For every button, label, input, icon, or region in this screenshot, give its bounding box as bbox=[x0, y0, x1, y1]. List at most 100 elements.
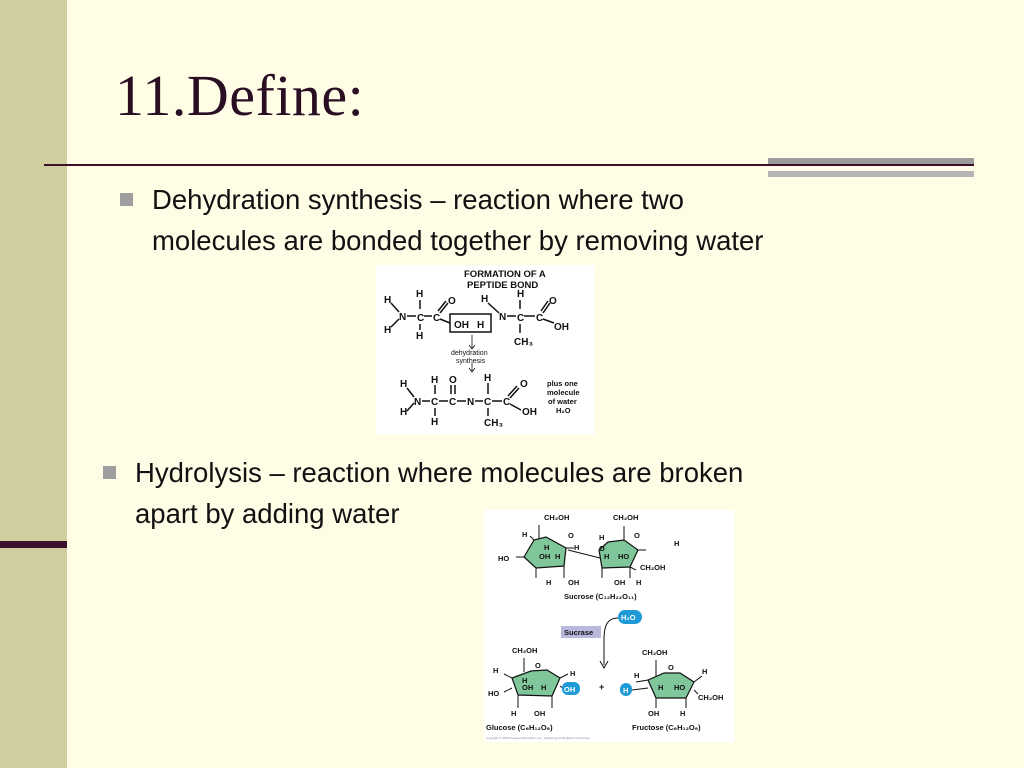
peptide-bond-figure: FORMATION OF A PEPTIDE BOND H H N H C H … bbox=[376, 265, 595, 435]
bullet-dehydration-synthesis: Dehydration synthesis – reaction where t… bbox=[120, 179, 952, 261]
atom-label: H bbox=[481, 294, 488, 305]
enzyme-label-box bbox=[561, 626, 601, 638]
hydrogen-ion-icon bbox=[620, 683, 632, 696]
atom-label: C bbox=[517, 313, 524, 324]
atom-label: C bbox=[433, 313, 440, 324]
group-label: OH bbox=[568, 578, 579, 587]
divider-accent-bars bbox=[768, 158, 974, 180]
group-label: H bbox=[574, 543, 579, 552]
atom-label: H bbox=[400, 407, 407, 418]
group-label: OH bbox=[534, 709, 545, 718]
group-label: CH₂OH bbox=[698, 693, 723, 702]
group-label: HO bbox=[618, 552, 629, 561]
group-label: H bbox=[522, 676, 527, 685]
sidebar-accent-bar bbox=[0, 541, 67, 548]
atom-label: H bbox=[477, 320, 484, 331]
atom-label: O bbox=[449, 375, 457, 386]
side-note-line: plus one bbox=[547, 379, 578, 388]
group-label: H bbox=[634, 671, 639, 680]
bullet-line: Hydrolysis – reaction where molecules ar… bbox=[135, 457, 744, 488]
fructose-label: Fructose (C₆H₁₂O₆) bbox=[632, 723, 701, 732]
figure-title-line: FORMATION OF A bbox=[464, 269, 546, 280]
step-label-line: dehydration bbox=[451, 350, 488, 357]
atom-label: N bbox=[414, 397, 421, 408]
group-label: OH bbox=[614, 578, 625, 587]
sucrose-label: Sucrose (C₁₂H₂₂O₁₁) bbox=[564, 592, 637, 601]
atom-label: OH bbox=[522, 407, 537, 418]
side-note-line: of water bbox=[548, 397, 577, 406]
left-sidebar-band bbox=[0, 0, 67, 768]
group-label: OH bbox=[539, 552, 550, 561]
peptide-bond-diagram: FORMATION OF A PEPTIDE BOND H H N H C H … bbox=[384, 269, 580, 429]
bullet-line: molecules are bonded together by removin… bbox=[152, 225, 764, 256]
group-label: H bbox=[544, 543, 549, 552]
group-label: O bbox=[599, 544, 605, 553]
group-label: H bbox=[636, 578, 641, 587]
group-label: O bbox=[634, 531, 640, 540]
group-label: HO bbox=[498, 554, 509, 563]
atom-label: C bbox=[536, 313, 543, 324]
group-label: OH bbox=[522, 683, 533, 692]
side-note-line: molecule bbox=[547, 388, 580, 397]
square-bullet-icon bbox=[120, 193, 133, 206]
atom-label: N bbox=[399, 312, 406, 323]
group-label: H bbox=[680, 709, 685, 718]
group-label: CH₂OH bbox=[613, 513, 638, 522]
square-bullet-icon bbox=[103, 466, 116, 479]
group-label: H bbox=[541, 683, 546, 692]
copyright-note: Copyright © 2004 Pearson Education, Inc.… bbox=[486, 736, 591, 740]
group-label: H bbox=[511, 709, 516, 718]
hydroxide-label: OH bbox=[564, 685, 575, 694]
group-label: O bbox=[535, 661, 541, 670]
group-label: OH bbox=[648, 709, 659, 718]
atom-label: C bbox=[503, 397, 510, 408]
side-note-line: H₂O bbox=[556, 406, 571, 415]
atom-label: O bbox=[520, 379, 528, 390]
bullet-hydrolysis: Hydrolysis – reaction where molecules ar… bbox=[103, 452, 935, 534]
atom-label: H bbox=[431, 417, 438, 428]
bullet-line: Dehydration synthesis – reaction where t… bbox=[152, 184, 684, 215]
atom-label: O bbox=[448, 296, 456, 307]
group-label: O bbox=[568, 531, 574, 540]
atom-label: CH₃ bbox=[514, 337, 533, 348]
group-label: CH₂OH bbox=[512, 646, 537, 655]
group-label: H bbox=[702, 667, 707, 676]
group-label: CH₂OH bbox=[640, 563, 665, 572]
enzyme-label: Sucrase bbox=[564, 628, 593, 637]
step-label-line: synthesis bbox=[456, 358, 486, 365]
group-label: H bbox=[522, 530, 527, 539]
atom-label: H bbox=[416, 289, 423, 300]
figure-title-line: PEPTIDE BOND bbox=[467, 280, 538, 291]
hydroxide-ion-icon bbox=[562, 682, 580, 695]
group-label: H bbox=[493, 666, 498, 675]
group-label: H bbox=[674, 539, 679, 548]
atom-label: O bbox=[549, 296, 557, 307]
atom-label: H bbox=[384, 295, 391, 306]
atom-label: H bbox=[384, 325, 391, 336]
plus-sign: + bbox=[599, 682, 604, 692]
atom-label: H bbox=[431, 375, 438, 386]
bullet-line: apart by adding water bbox=[135, 498, 400, 529]
atom-label: H bbox=[416, 331, 423, 342]
sucrose-hydrolysis-figure: CH₂OH CH₂OH O O H H H OH H HO H H H HO O… bbox=[484, 510, 734, 742]
sucrose-hydrolysis-diagram: CH₂OH CH₂OH O O H H H OH H HO H H H HO O… bbox=[486, 513, 723, 740]
group-label: CH₂OH bbox=[642, 648, 667, 657]
group-label: H bbox=[604, 552, 609, 561]
atom-label: OH bbox=[554, 322, 569, 333]
atom-label: H bbox=[484, 373, 491, 384]
atom-label: H bbox=[517, 289, 524, 300]
water-label: H₂O bbox=[621, 613, 636, 622]
atom-label: H bbox=[400, 379, 407, 390]
title-divider bbox=[44, 164, 974, 166]
atom-label: C bbox=[484, 397, 491, 408]
atom-label: C bbox=[417, 313, 424, 324]
hydrogen-ion-label: H bbox=[623, 686, 628, 695]
group-label: H bbox=[555, 552, 560, 561]
slide-title: 11.Define: bbox=[115, 63, 365, 128]
group-label: H bbox=[599, 533, 604, 542]
group-label: H bbox=[546, 578, 551, 587]
atom-label: CH₃ bbox=[484, 418, 503, 429]
group-label: HO bbox=[674, 683, 685, 692]
atom-label: OH bbox=[454, 320, 469, 331]
atom-label: N bbox=[499, 312, 506, 323]
